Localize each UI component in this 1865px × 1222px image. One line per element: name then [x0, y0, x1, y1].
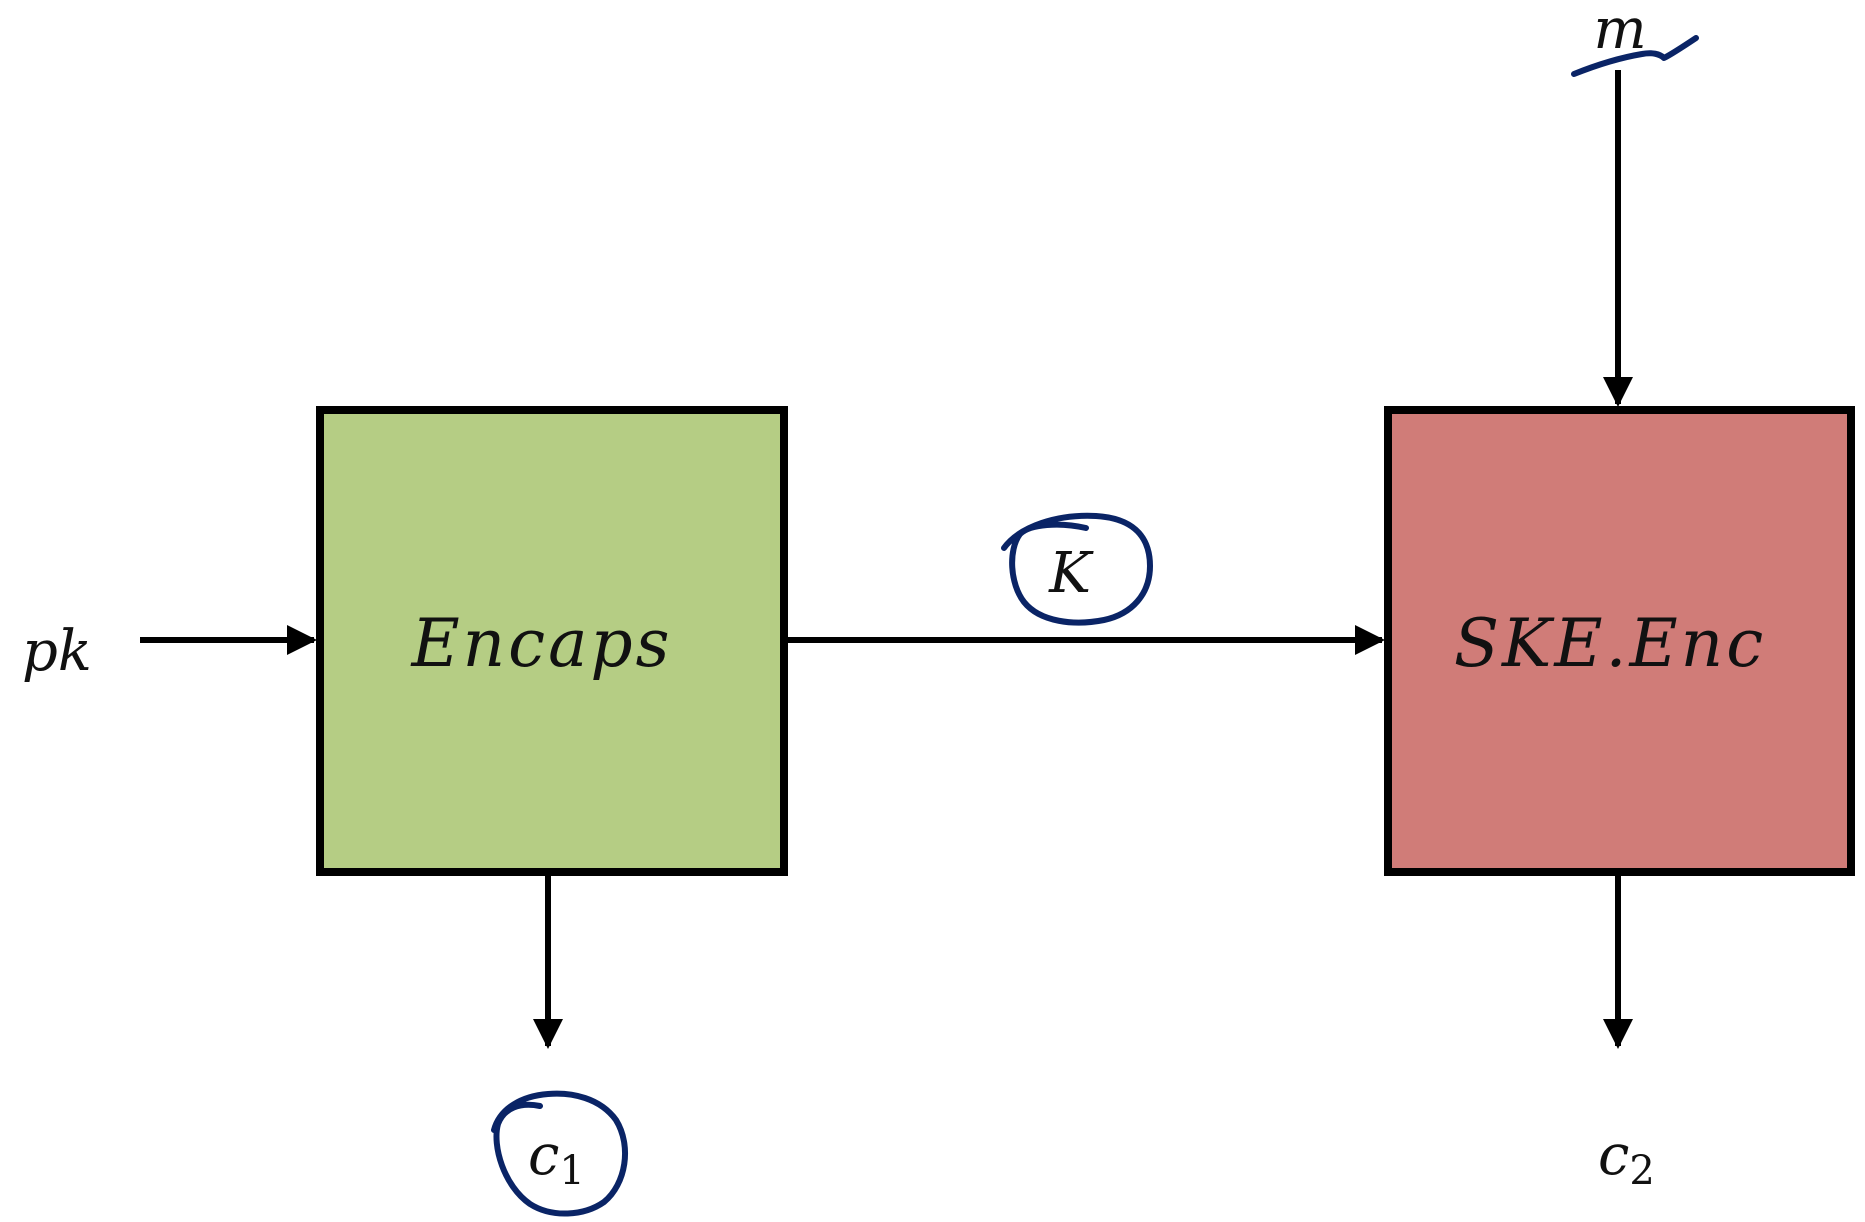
c1-label: c1	[528, 1123, 585, 1194]
key-label: K	[1048, 541, 1094, 606]
ske-enc-label: SKE.Enc	[1454, 605, 1766, 682]
ske-enc-box	[1384, 406, 1855, 876]
key-ink-circle	[1001, 512, 1153, 626]
ske-enc-block: SKE.Enc	[1384, 406, 1855, 876]
message-label: m	[1593, 0, 1646, 62]
c1-subscript: 1	[559, 1148, 584, 1194]
pk-label: pk	[22, 619, 92, 684]
c2-base: c	[1598, 1123, 1629, 1188]
c1-base: c	[528, 1123, 559, 1188]
encaps-box	[316, 406, 788, 876]
encaps-block: Encaps	[316, 406, 788, 876]
c2-label: c2	[1598, 1123, 1655, 1194]
c1-ink-circle	[491, 1090, 629, 1217]
message-ink-underline	[1571, 35, 1699, 77]
encaps-label: Encaps	[410, 605, 672, 682]
c2-subscript: 2	[1629, 1148, 1654, 1194]
